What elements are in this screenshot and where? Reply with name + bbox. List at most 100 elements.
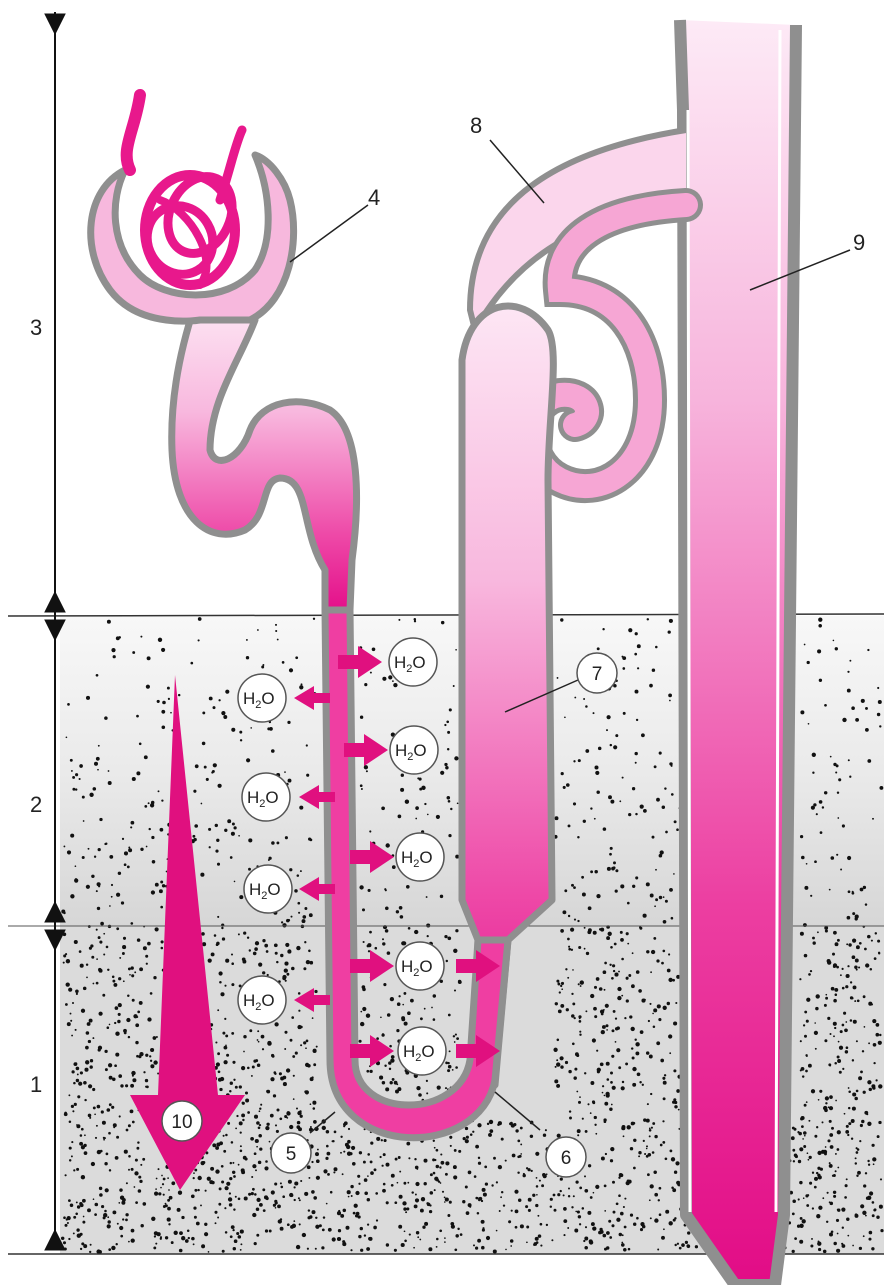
interstitial-dot (391, 1184, 394, 1187)
interstitial-dot (257, 1030, 259, 1032)
interstitial-dot (70, 834, 74, 838)
interstitial-dot (835, 1100, 837, 1102)
interstitial-dot (243, 931, 246, 934)
interstitial-dot (246, 656, 249, 659)
interstitial-dot (362, 1007, 366, 1011)
interstitial-dot (654, 1193, 658, 1197)
interstitial-dot (208, 1251, 210, 1253)
interstitial-dot (835, 1170, 837, 1172)
interstitial-dot (67, 703, 70, 706)
interstitial-dot (97, 1150, 101, 1154)
interstitial-dot (475, 1145, 479, 1149)
interstitial-dot (71, 1155, 73, 1157)
interstitial-dot (621, 1242, 623, 1244)
interstitial-dot (225, 1134, 228, 1137)
interstitial-dot (73, 1082, 76, 1085)
interstitial-dot (579, 1187, 582, 1190)
interstitial-dot (638, 989, 642, 993)
interstitial-dot (827, 1017, 830, 1020)
interstitial-dot (868, 1042, 870, 1044)
interstitial-dot (803, 1024, 805, 1026)
interstitial-dot (568, 946, 570, 948)
interstitial-dot (833, 763, 836, 766)
interstitial-dot (77, 1205, 80, 1208)
interstitial-dot (171, 1181, 175, 1185)
interstitial-dot (868, 1238, 871, 1241)
interstitial-dot (809, 1182, 812, 1185)
interstitial-dot (597, 647, 600, 650)
interstitial-dot (654, 1218, 658, 1222)
interstitial-dot (578, 759, 581, 762)
interstitial-dot (610, 1147, 614, 1151)
interstitial-dot (863, 1091, 866, 1094)
interstitial-dot (662, 1120, 664, 1122)
interstitial-dot (218, 1078, 222, 1082)
interstitial-dot (536, 1177, 538, 1179)
interstitial-dot (557, 1193, 560, 1196)
interstitial-dot (399, 906, 403, 910)
interstitial-dot (661, 962, 664, 965)
interstitial-dot (536, 1194, 538, 1196)
interstitial-dot (497, 1123, 500, 1126)
interstitial-dot (878, 1084, 882, 1088)
interstitial-dot (113, 1123, 117, 1127)
interstitial-dot (686, 1244, 689, 1247)
interstitial-dot (433, 994, 436, 997)
interstitial-dot (568, 1188, 570, 1190)
interstitial-dot (215, 1222, 217, 1224)
interstitial-dot (848, 890, 851, 893)
interstitial-dot (457, 1228, 459, 1230)
interstitial-dot (839, 1071, 842, 1074)
interstitial-dot (225, 1186, 229, 1190)
interstitial-dot (577, 1210, 580, 1213)
interstitial-dot (663, 1081, 667, 1085)
interstitial-dot (155, 1188, 157, 1190)
interstitial-dot (465, 1127, 468, 1130)
interstitial-dot (99, 1193, 103, 1197)
interstitial-dot (431, 1007, 433, 1009)
interstitial-dot (608, 932, 612, 936)
interstitial-dot (234, 1239, 238, 1243)
interstitial-dot (560, 929, 564, 933)
interstitial-dot (805, 1194, 808, 1197)
interstitial-dot (673, 1069, 676, 1072)
interstitial-dot (655, 898, 658, 901)
interstitial-dot (668, 694, 672, 698)
interstitial-dot (385, 889, 387, 891)
interstitial-dot (367, 1175, 369, 1177)
interstitial-dot (801, 1067, 805, 1071)
interstitial-dot (872, 1214, 875, 1217)
interstitial-dot (146, 963, 148, 965)
interstitial-dot (631, 1027, 635, 1031)
interstitial-dot (868, 1002, 872, 1006)
interstitial-dot (877, 713, 880, 716)
interstitial-dot (865, 728, 869, 732)
interstitial-dot (136, 715, 139, 718)
interstitial-dot (503, 1204, 505, 1206)
interstitial-dot (624, 1226, 627, 1229)
interstitial-dot (325, 1157, 328, 1160)
interstitial-dot (394, 1249, 397, 1252)
interstitial-dot (243, 1051, 245, 1053)
interstitial-dot (505, 1160, 507, 1162)
interstitial-dot (533, 1244, 535, 1246)
interstitial-dot (72, 788, 75, 791)
interstitial-dot (364, 1234, 366, 1236)
interstitial-dot (812, 1172, 814, 1174)
interstitial-dot (289, 868, 292, 871)
interstitial-dot (640, 1228, 643, 1231)
interstitial-dot (621, 1243, 625, 1247)
interstitial-dot (654, 765, 657, 768)
interstitial-dot (404, 1022, 408, 1026)
proximal-convoluted-tubule (172, 305, 357, 610)
interstitial-dot (836, 854, 838, 856)
interstitial-dot (652, 668, 655, 671)
interstitial-dot (77, 1073, 79, 1075)
interstitial-dot (578, 1215, 581, 1218)
interstitial-dot (613, 745, 617, 749)
interstitial-dot (111, 1106, 114, 1109)
interstitial-dot (120, 1084, 123, 1087)
interstitial-dot (297, 874, 300, 877)
interstitial-dot (296, 1245, 300, 1249)
interstitial-dot (284, 1031, 287, 1034)
